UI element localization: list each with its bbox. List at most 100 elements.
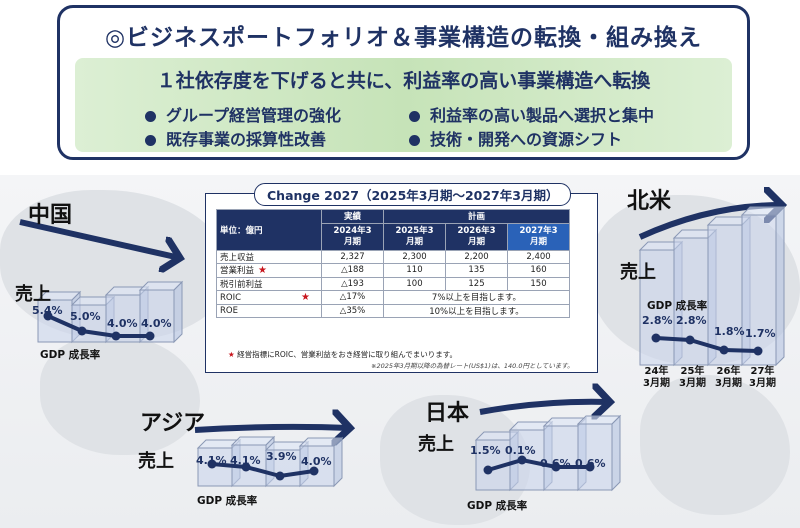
table-row: 営業利益★ △188 110 135 160	[216, 263, 570, 278]
year-header-highlight: 2027年3月期	[507, 222, 570, 251]
sales-bar	[707, 224, 743, 366]
sales-label: 売上	[620, 262, 656, 283]
table-note: ★ 経営指標にROIC、営業利益をおき経営に取り組んでまいります。	[228, 350, 458, 359]
sales-bar	[741, 214, 777, 366]
year-header: 2025年3月期	[383, 222, 446, 251]
sales-bar	[139, 289, 175, 343]
gdp-value-label: 3.9%	[266, 450, 297, 463]
page-title: ◎ビジネスポートフォリオ＆事業構造の転換・組み換え	[104, 25, 703, 51]
strategy-header-box: ◎ビジネスポートフォリオ＆事業構造の転換・組み換え １社依存度を下げると共に、利…	[57, 5, 750, 160]
table-row: ROIC★ △17% 7%以上を目指します。	[216, 290, 570, 305]
bullet-dot-icon	[409, 111, 420, 122]
gdp-point	[43, 311, 53, 321]
bullet-dot-icon	[145, 135, 156, 146]
sales-label: 売上	[15, 284, 51, 305]
gdp-value-label: 1.7%	[745, 327, 776, 340]
gdp-value-label: 5.4%	[32, 304, 63, 317]
gdp-label: GDP 成長率	[647, 300, 708, 312]
sales-bar-side	[333, 436, 343, 488]
gdp-value-label: 5.0%	[70, 310, 101, 323]
strategy-bullet: 技術・開発への資源シフト	[409, 126, 622, 150]
gdp-point	[719, 345, 729, 355]
sales-bar	[639, 249, 675, 366]
table-caption: Change 2027（2025年3月期～2027年3月期）	[254, 183, 572, 206]
gdp-line	[47, 314, 150, 338]
year-label: 27年 3月期	[749, 366, 776, 389]
sales-bar	[71, 304, 107, 343]
gdp-value-label: 2.8%	[642, 314, 673, 327]
gdp-point	[651, 333, 661, 343]
gdp-line	[655, 336, 759, 353]
star-icon: ★	[258, 265, 267, 277]
trend-arrow	[479, 402, 610, 412]
region-label-china: 中国	[28, 203, 73, 228]
sales-label: 売上	[418, 434, 454, 455]
gdp-point	[517, 455, 527, 465]
region-label-north-america: 北米	[627, 189, 672, 214]
bullet-dot-icon	[409, 135, 420, 146]
sales-label: 売上	[138, 451, 174, 472]
year-label: 26年 3月期	[715, 366, 742, 389]
gdp-value-label: 4.1%	[196, 454, 227, 467]
sales-bar	[577, 423, 613, 491]
gdp-line	[487, 457, 590, 472]
gdp-point	[585, 462, 595, 472]
gdp-value-label: 0.1%	[505, 444, 536, 457]
region-label-japan: 日本	[425, 401, 470, 426]
gdp-point	[241, 462, 251, 472]
sales-bar	[265, 449, 301, 487]
gdp-point	[111, 331, 121, 341]
region-label-asia: アジア	[140, 411, 206, 436]
strategy-panel: １社依存度を下げると共に、利益率の高い事業構造へ転換 グループ経営管理の強化 利…	[75, 58, 732, 152]
trend-arrow	[638, 205, 782, 240]
gdp-point	[753, 346, 763, 356]
gdp-value-label: 4.0%	[107, 317, 138, 330]
gdp-label: GDP 成長率	[40, 349, 101, 361]
strategy-bullet: 利益率の高い製品へ選択と集中	[409, 102, 654, 126]
star-icon: ★	[301, 291, 311, 303]
plan-group-header: 計画	[383, 209, 570, 224]
financial-plan-table-box: Change 2027（2025年3月期～2027年3月期） 単位：億円 実績 …	[205, 183, 598, 373]
trend-arrow	[19, 219, 180, 258]
table-row: 税引前利益 △193 100 125 150	[216, 276, 570, 291]
gdp-label: GDP 成長率	[467, 500, 528, 512]
gdp-point	[207, 459, 217, 469]
sales-bar	[543, 425, 579, 491]
table-row: ROE △35% 10%以上を目指します。	[216, 303, 570, 318]
gdp-line	[211, 462, 315, 479]
strategy-bullet: グループ経営管理の強化	[145, 102, 341, 126]
map-landmass	[640, 375, 790, 515]
gdp-value-label: 4.0%	[141, 317, 172, 330]
gdp-label: GDP 成長率	[197, 495, 258, 507]
gdp-value-label: 0.6%	[540, 457, 571, 470]
year-label: 24年 3月期	[643, 366, 670, 389]
sales-bar-side	[173, 280, 183, 344]
gdp-value-label: 4.1%	[230, 454, 261, 467]
strategy-headline: １社依存度を下げると共に、利益率の高い事業構造へ転換	[156, 70, 651, 92]
sales-bar-side	[611, 414, 621, 492]
gdp-point	[483, 465, 493, 475]
gdp-point	[77, 326, 87, 336]
actual-group-header: 実績	[321, 209, 384, 224]
gdp-value-label: 1.8%	[714, 325, 745, 338]
trend-arrow	[194, 427, 350, 430]
year-header: 2024年3月期	[321, 222, 384, 251]
map-landmass	[40, 335, 200, 455]
year-label: 25年 3月期	[679, 366, 706, 389]
gdp-point	[275, 471, 285, 481]
exchange-rate-note: ※2025年3月期以降の為替レート(US$1)は、140.0円としています。	[371, 362, 574, 370]
sales-bar	[299, 445, 335, 487]
gdp-value-label: 4.0%	[301, 455, 332, 468]
gdp-value-label: 1.5%	[470, 444, 501, 457]
sales-bar-side	[775, 205, 785, 367]
gdp-point	[685, 335, 695, 345]
gdp-point	[551, 462, 561, 472]
bullet-dot-icon	[145, 111, 156, 122]
financial-plan-table: 単位：億円 実績 計画 2024年3月期 2025年3月期 2026年3月期 2…	[216, 209, 570, 318]
gdp-value-label: 2.8%	[676, 314, 707, 327]
gdp-value-label: 0.6%	[575, 457, 606, 470]
strategy-bullet: 既存事業の採算性改善	[145, 126, 326, 150]
table-row: 売上収益 2,327 2,300 2,200 2,400	[216, 249, 570, 264]
gdp-point	[309, 466, 319, 476]
